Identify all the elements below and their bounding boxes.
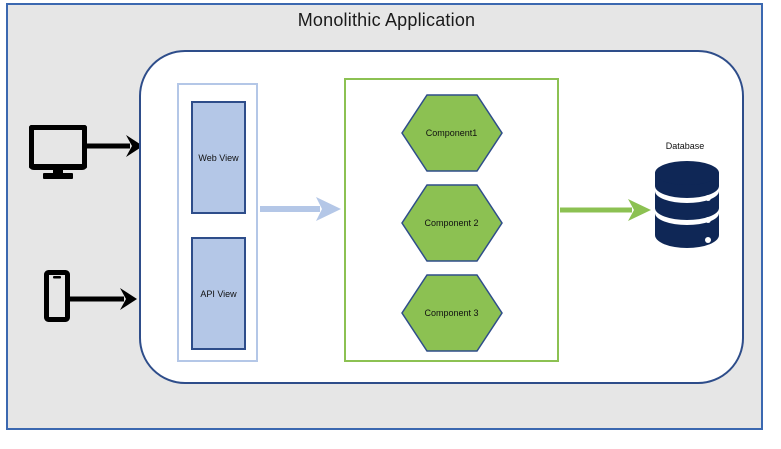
mobile-phone-icon: [44, 270, 70, 327]
component-hexagon-1[interactable]: Component1: [400, 94, 503, 172]
component-hexagon-2[interactable]: Component 2: [400, 184, 503, 262]
views-to-components-arrow: [260, 195, 342, 228]
view-box-web-label: Web View: [198, 152, 239, 163]
client-to-app-arrow-1: [86, 133, 144, 164]
component-hexagon-3[interactable]: Component 3: [400, 274, 503, 352]
view-box-web[interactable]: Web View: [191, 101, 246, 214]
database-cylinder-icon: [652, 160, 722, 253]
page-title: Monolithic Application: [297, 10, 476, 30]
view-box-api[interactable]: API View: [191, 237, 246, 350]
database-label: Database: [665, 141, 705, 151]
diagram-panel: Monolithic Application Web View: [6, 3, 763, 430]
components-container: Component1 Component 2 Component 3: [344, 78, 559, 362]
client-to-app-arrow-2: [70, 286, 138, 317]
views-container: Web View API View: [177, 83, 258, 362]
components-to-database-arrow: [560, 197, 652, 228]
desktop-monitor-icon: [28, 124, 88, 185]
view-box-api-label: API View: [200, 288, 237, 299]
